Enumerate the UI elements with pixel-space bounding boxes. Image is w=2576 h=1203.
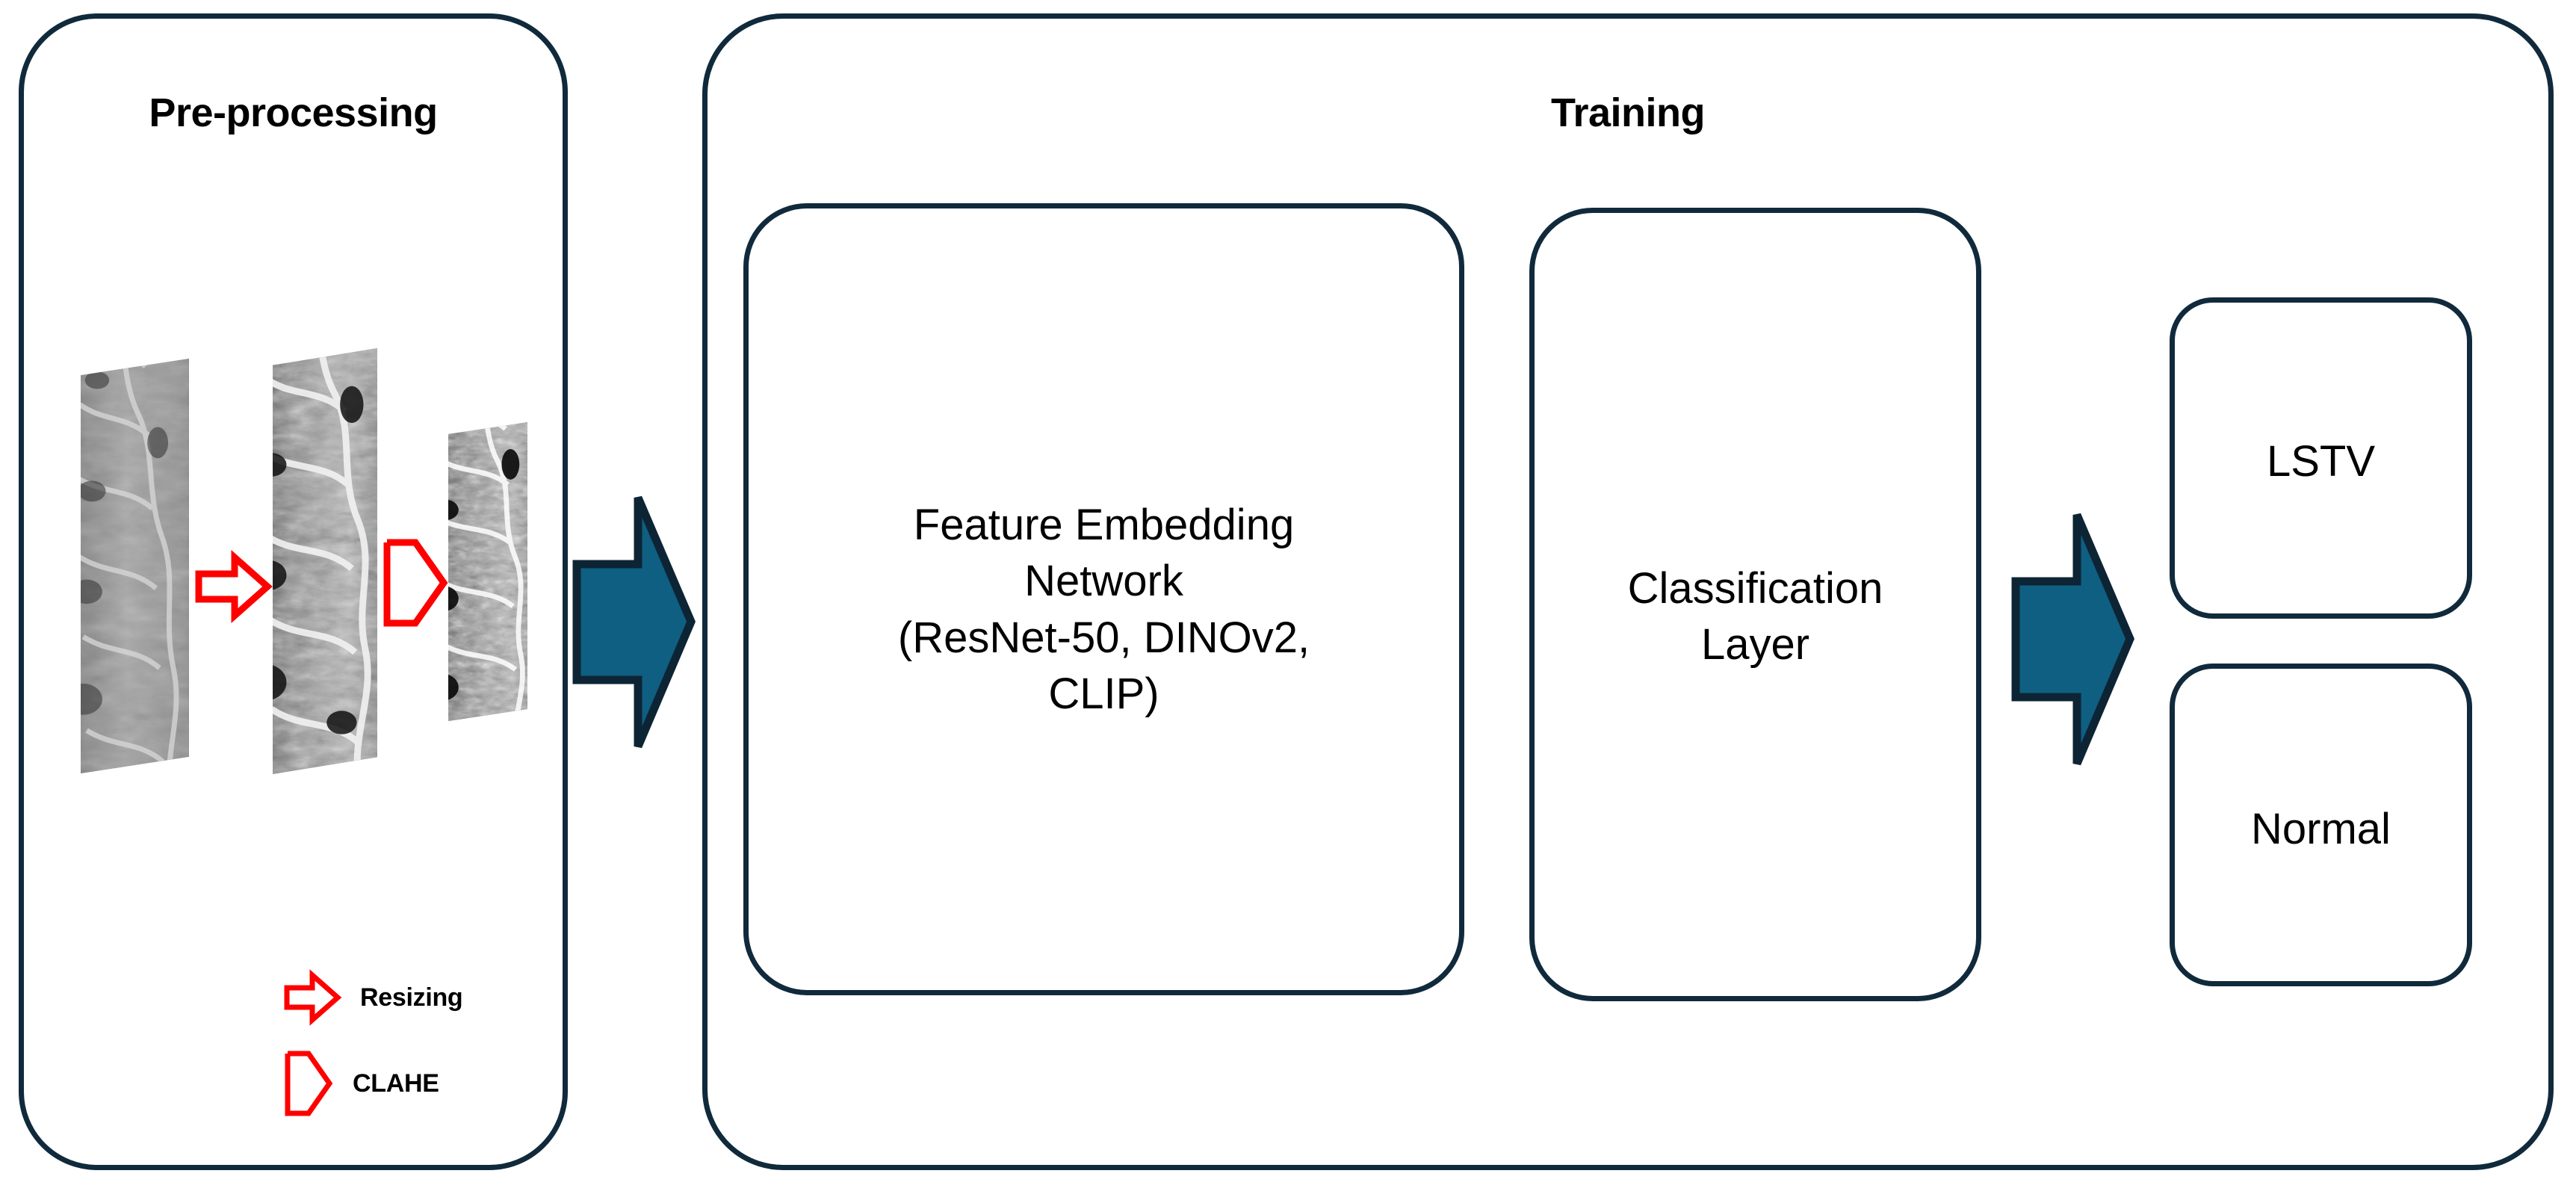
xray-texture [448,422,527,721]
output-lstv-box [2170,297,2472,619]
clahe-xray-image [448,422,527,721]
legend-row-resizing: Resizing [284,969,463,1026]
xray-texture [81,359,189,773]
preprocessing-title: Pre-processing [149,90,438,135]
resized-xray-image [273,348,377,774]
output-lstv-label: LSTV [2266,437,2376,486]
feature-embedding-network-label: Feature Embedding Network (ResNet-50, DI… [897,501,1310,719]
legend-label-resizing: Resizing [360,983,463,1012]
classification-layer-label: Classification Layer [1627,564,1883,669]
training-title: Training [1550,90,1706,135]
clahe-arrow [383,538,448,628]
legend-row-clahe: CLAHE [284,1050,439,1117]
output-normal-box [2170,664,2472,986]
classification-to-outputs-arrow [2011,510,2134,768]
resizing-arrow-icon [284,969,342,1026]
legend-label-clahe: CLAHE [353,1069,439,1098]
xray-texture [273,348,377,774]
original-xray-image [81,359,189,773]
feature-embedding-network-box [743,203,1464,995]
output-normal-label: Normal [2251,805,2391,853]
classification-layer-box [1529,208,1981,1001]
resizing-arrow [195,549,273,624]
clahe-arrow-icon [284,1050,333,1117]
preprocessing-to-training-arrow [572,493,696,751]
